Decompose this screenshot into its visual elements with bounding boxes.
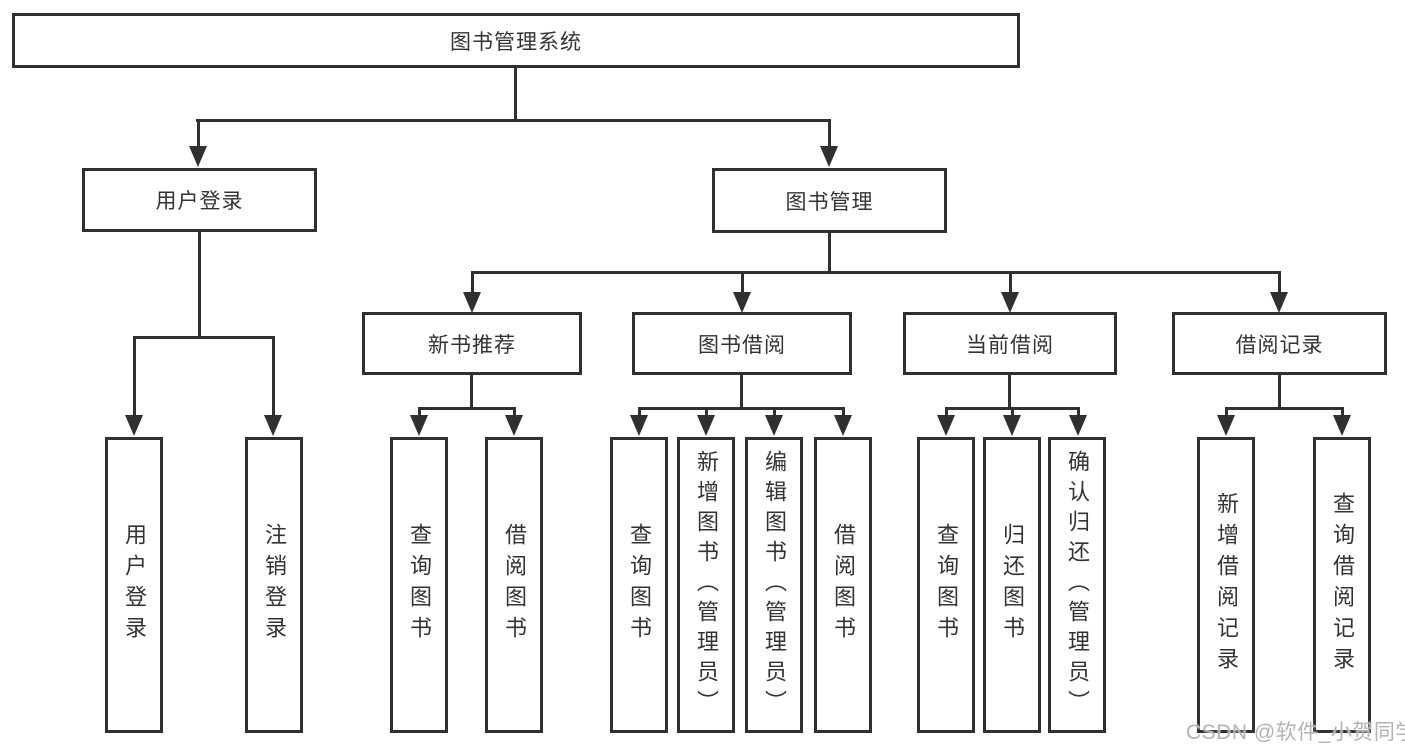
leaf-nb-borrow-book: 借阅图书 [485,437,543,733]
node-book-management-label: 图书管理 [785,190,874,214]
connector-stem [1278,271,1281,295]
leaf-br-query-record: 查询借阅记录 [1313,437,1371,733]
connector-stem [705,407,708,418]
leaf-user-login: 用户登录 [105,437,163,733]
connector-stem [513,407,516,418]
connector-stem [133,336,136,418]
node-user-login-label: 用户登录 [155,190,244,213]
connector-stem [828,119,831,149]
leaf-bb-add-book-admin-label: 新增图书（管理员） [694,450,719,720]
leaf-bb-edit-book-admin: 编辑图书（管理员） [745,437,803,733]
leaf-cb-confirm-return-admin-label: 确认归还（管理员） [1065,450,1090,720]
connector-book-borrow-stub [740,375,743,410]
leaf-cb-return-book: 归还图书 [983,437,1041,733]
arrow-down-icon [834,415,852,436]
arrow-down-icon [410,415,428,436]
arrow-down-icon [820,146,838,167]
leaf-cb-query-book: 查询图书 [917,437,975,733]
node-user-login: 用户登录 [82,168,317,232]
connector-user-login-rail [133,336,275,339]
arrow-down-icon [125,415,143,436]
node-current-borrow-label: 当前借阅 [966,333,1054,357]
node-root-label: 图书管理系统 [450,30,582,54]
leaf-bb-borrow-book-label: 借阅图书 [831,523,856,647]
connector-stem [1011,407,1014,418]
arrow-down-icon [937,415,955,436]
arrow-down-icon [1003,415,1021,436]
connector-stem [418,407,421,418]
node-current-borrow: 当前借阅 [903,312,1117,375]
connector-book-management-rail [471,271,1281,274]
connector-stem [1341,407,1344,418]
connector-stem [1225,407,1228,418]
leaf-bb-query-book-label: 查询图书 [627,523,652,647]
leaf-nb-query-book-label: 查询图书 [407,523,432,647]
leaf-cb-confirm-return-admin: 确认归还（管理员） [1048,437,1106,733]
arrow-down-icon [1069,415,1087,436]
node-book-borrow: 图书借阅 [632,312,852,375]
leaf-bb-query-book: 查询图书 [610,437,668,733]
arrow-down-icon [765,415,783,436]
arrow-down-icon [463,292,481,313]
connector-current-borrow-stub [1008,375,1011,410]
node-new-book-recommend-label: 新书推荐 [428,333,516,357]
node-borrow-records: 借阅记录 [1172,312,1387,375]
leaf-br-add-record-label: 新增借阅记录 [1214,492,1239,678]
node-root: 图书管理系统 [12,13,1020,68]
connector-stem [842,407,845,418]
leaf-bb-add-book-admin: 新增图书（管理员） [677,437,735,733]
connector-book-management-stub [828,233,831,274]
node-book-borrow-label: 图书借阅 [698,333,786,357]
connector-borrow-records-stub [1278,375,1281,410]
leaf-bb-borrow-book: 借阅图书 [814,437,872,733]
node-book-management: 图书管理 [712,168,947,233]
connector-stem [945,407,948,418]
leaf-logout: 注销登录 [245,437,303,733]
leaf-bb-edit-book-admin-label: 编辑图书（管理员） [762,450,787,720]
connector-stem [638,407,641,418]
leaf-nb-query-book: 查询图书 [390,437,448,733]
arrow-down-icon [505,415,523,436]
arrow-down-icon [264,415,282,436]
leaf-br-query-record-label: 查询借阅记录 [1330,492,1355,678]
arrow-down-icon [630,415,648,436]
connector-book-borrow-rail [638,407,845,410]
csdn-watermark: CSDN @软件_小贺同学 [1186,721,1405,744]
node-new-book-recommend: 新书推荐 [362,312,582,375]
arrow-down-icon [1333,415,1351,436]
connector-stem [471,271,474,295]
connector-stem [773,407,776,418]
leaf-cb-query-book-label: 查询图书 [934,523,959,647]
connector-stem [272,336,275,418]
connector-user-login-stub [198,232,201,339]
leaf-cb-return-book-label: 归还图书 [1000,523,1025,647]
connector-borrow-records-rail [1225,407,1344,410]
leaf-br-add-record: 新增借阅记录 [1197,437,1255,733]
connector-new-book-rail [418,407,516,410]
connector-stem [197,119,200,149]
connector-new-book-stub [470,375,473,410]
connector-stem [741,271,744,295]
leaf-logout-label: 注销登录 [262,523,287,647]
arrow-down-icon [733,292,751,313]
arrow-down-icon [189,146,207,167]
arrow-down-icon [697,415,715,436]
leaf-nb-borrow-book-label: 借阅图书 [502,523,527,647]
arrow-down-icon [1001,292,1019,313]
arrow-down-icon [1217,415,1235,436]
leaf-user-login-label: 用户登录 [122,523,147,647]
connector-stem [1009,271,1012,295]
node-borrow-records-label: 借阅记录 [1235,333,1324,357]
connector-root-stub [514,68,517,122]
connector-stem [1077,407,1080,418]
connector-root-rail [196,119,831,122]
arrow-down-icon [1270,292,1288,313]
